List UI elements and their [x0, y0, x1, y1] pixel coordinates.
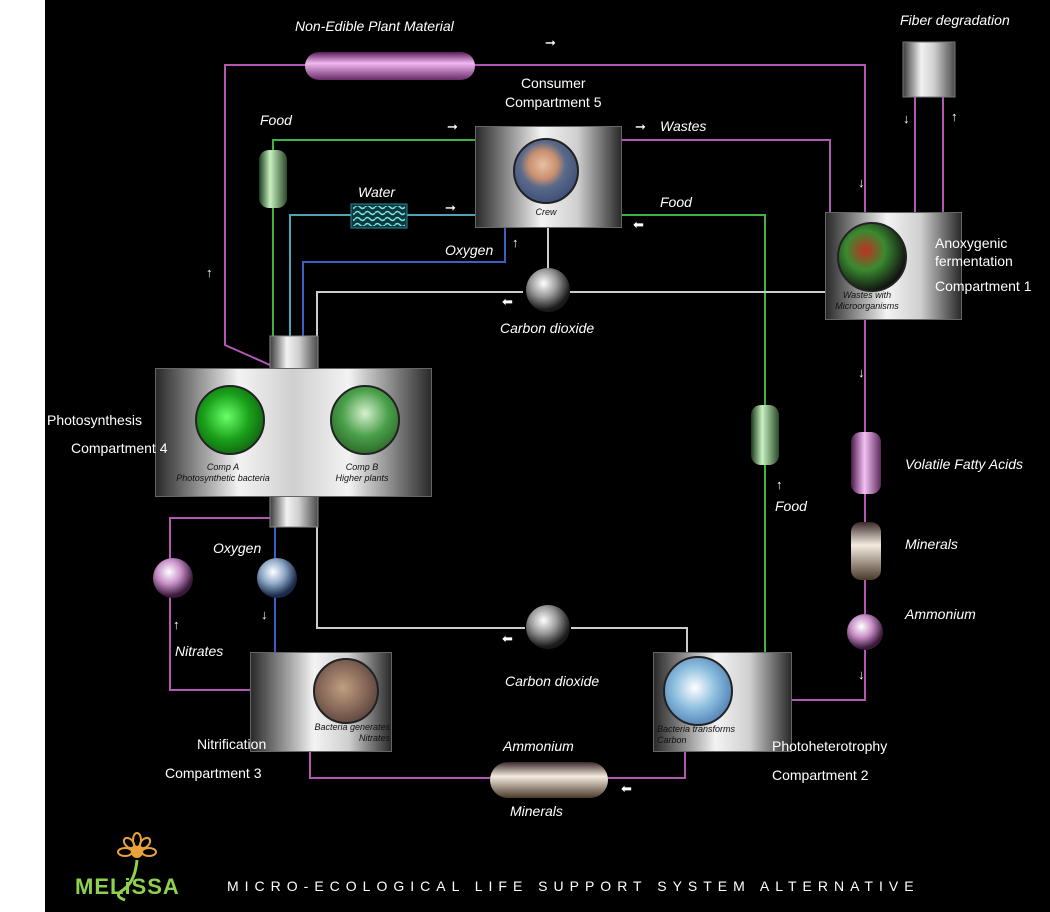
compartment-2-photo — [663, 656, 733, 726]
nitrates-sphere — [153, 558, 193, 598]
compartment-1-photo — [837, 222, 907, 292]
arrow-down-icon: ↓ — [858, 365, 865, 380]
label-photoheterotrophy: Photoheterotrophy — [772, 738, 888, 754]
arrow-up-icon: ↑ — [951, 109, 958, 124]
label-carbon-dioxide-top: Carbon dioxide — [500, 320, 595, 336]
ammonium-sphere — [847, 614, 883, 650]
label-photosynthesis: Photosynthesis — [47, 412, 142, 428]
label-minerals-right: Minerals — [905, 536, 958, 552]
label-compartment-2: Compartment 2 — [772, 767, 869, 783]
arrow-left-icon: ⬅ — [502, 631, 513, 646]
label-food-right: Food — [660, 194, 692, 210]
label-compartment-4: Compartment 4 — [71, 440, 168, 456]
label-carbon-dioxide-bottom: Carbon dioxide — [505, 673, 600, 689]
co2-sphere-bottom — [526, 605, 570, 649]
arrow-left-icon: ⬅ — [621, 781, 632, 796]
arrow-down-icon: ↓ — [858, 175, 865, 190]
arrow-right-icon: ➞ — [447, 119, 458, 134]
label-volatile-fatty-acids: Volatile Fatty Acids — [905, 456, 1024, 472]
oxygen-sphere — [257, 558, 297, 598]
label-water: Water — [358, 184, 396, 200]
crew-photo — [513, 138, 579, 204]
comp-a-photo — [195, 385, 265, 455]
melissa-logo: MELiSSA — [75, 874, 180, 899]
label-oxygen-top: Oxygen — [445, 242, 494, 258]
arrow-right-icon: ➞ — [635, 119, 646, 134]
arrow-right-icon: ➞ — [445, 200, 456, 215]
label-minerals-bottom: Minerals — [510, 803, 563, 819]
tagline: MICRO-ECOLOGICAL LIFE SUPPORT SYSTEM ALT… — [227, 878, 920, 894]
arrow-down-icon: ↓ — [261, 607, 268, 622]
co2-sphere-top — [526, 268, 570, 312]
label-non-edible: Non-Edible Plant Material — [295, 18, 454, 34]
arrow-left-icon: ⬅ — [633, 217, 644, 232]
fiber-degradation-box — [902, 41, 956, 98]
label-wastes: Wastes — [660, 118, 707, 134]
arrow-left-icon: ⬅ — [502, 294, 513, 309]
label-fiber-degradation: Fiber degradation — [900, 12, 1010, 28]
vfa-tube — [851, 432, 881, 494]
label-nitrates: Nitrates — [175, 643, 224, 659]
food-tube-right — [751, 405, 779, 465]
arrow-down-icon: ↓ — [903, 111, 910, 126]
non-edible-tube — [305, 52, 475, 80]
label-compartment-1: Compartment 1 — [935, 278, 1032, 294]
label-ammonium-bottom: Ammonium — [503, 738, 574, 754]
arrow-up-icon: ↑ — [512, 235, 519, 250]
arrow-right-icon: ➞ — [545, 35, 556, 50]
crew-caption: Crew — [535, 207, 557, 217]
label-nitrification: Nitrification — [197, 736, 267, 752]
label-oxygen-left: Oxygen — [213, 540, 262, 556]
arrow-up-icon: ↑ — [776, 477, 783, 492]
minerals-tube — [851, 522, 881, 580]
compartment-3-photo — [313, 658, 379, 724]
arrow-down-icon: ↓ — [858, 667, 865, 682]
flow-lines — [153, 41, 956, 798]
label-compartment-3: Compartment 3 — [165, 765, 262, 781]
arrow-up-icon: ↑ — [173, 617, 180, 632]
ammonium-minerals-tube — [490, 762, 608, 798]
food-tube-left — [259, 150, 287, 208]
label-ammonium-right: Ammonium — [905, 606, 976, 622]
comp-b-photo — [330, 385, 400, 455]
label-food-top: Food — [260, 112, 292, 128]
arrow-up-icon: ↑ — [206, 265, 213, 280]
label-food-mid: Food — [775, 498, 807, 514]
